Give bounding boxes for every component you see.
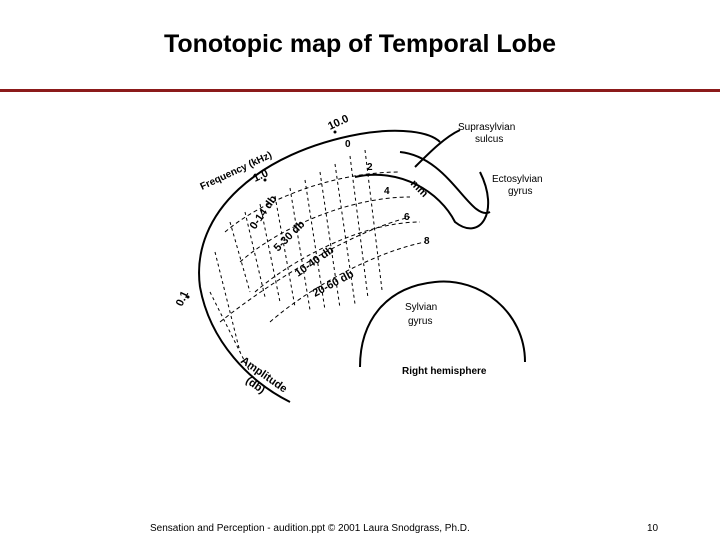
mm-tick-2: 2 (367, 162, 373, 173)
mm-label: mm (408, 178, 430, 200)
sylvian-label-2: gyrus (408, 316, 432, 327)
slide-title: Tonotopic map of Temporal Lobe (0, 30, 720, 59)
hemisphere-label: Right hemisphere (402, 366, 487, 377)
sylvian-gyrus-outline (360, 282, 525, 367)
db-band-1: 0-14 db (248, 193, 280, 232)
mm-tick-6: 6 (404, 212, 410, 223)
mm-tick-8: 8 (424, 236, 430, 247)
ectosylvian-label-1: Ectosylvian (492, 174, 543, 185)
freq-tick-low: 0.1 (174, 289, 191, 308)
page-number: 10 (647, 523, 658, 534)
mm-tick-0: 0 (345, 139, 351, 150)
amplitude-arcs (220, 172, 425, 322)
footer-credit: Sensation and Perception - audition.ppt … (150, 523, 470, 534)
freq-tick-mid: 1.0 (251, 167, 270, 184)
tonotopic-map-figure: 10.0 1.0 0.1 Frequency (kHz) 0 2 4 6 8 m… (170, 112, 550, 412)
ectosylvian-label-2: gyrus (508, 186, 532, 197)
suprasylvian-label-2: sulcus (475, 134, 503, 145)
freq-tick-high: 10.0 (326, 113, 350, 133)
suprasylvian-sulcus-line (415, 130, 460, 167)
db-band-3: 10-40 db (293, 244, 337, 280)
suprasylvian-label-1: Suprasylvian (458, 122, 515, 133)
isofrequency-lines (210, 150, 382, 372)
mm-tick-4: 4 (384, 186, 390, 197)
title-divider (0, 89, 720, 92)
db-band-4: 20-60 db (311, 268, 356, 300)
sylvian-label-1: Sylvian (405, 302, 437, 313)
